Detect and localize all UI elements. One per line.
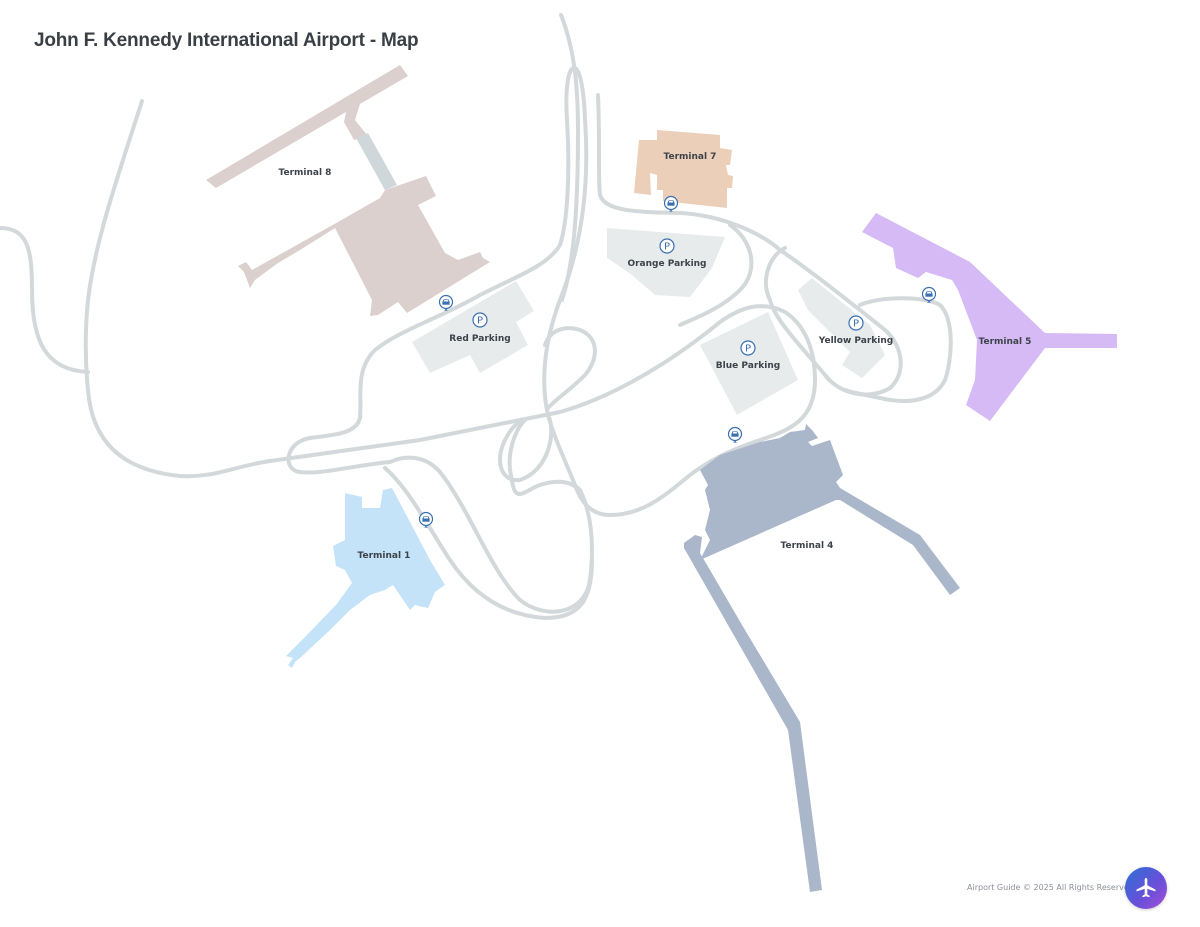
parking-lots	[412, 228, 885, 415]
taxi-icon[interactable]	[727, 426, 743, 444]
terminal-7-label: Terminal 7	[664, 152, 717, 162]
terminal-8-label: Terminal 8	[279, 168, 332, 178]
terminal-5-label: Terminal 5	[979, 337, 1032, 347]
copyright-text: Airport Guide © 2025 All Rights Reserved…	[967, 883, 1137, 892]
terminal-7-building[interactable]	[634, 130, 733, 208]
terminal-1-label: Terminal 1	[358, 551, 411, 561]
yellow-parking-label: Yellow Parking	[818, 336, 893, 346]
red-parking-label: Red Parking	[449, 334, 510, 344]
terminal-1-building[interactable]	[286, 488, 445, 668]
orange-parking-lot	[607, 228, 725, 297]
yellow-parking-lot	[798, 278, 885, 378]
parking-icon[interactable]	[472, 312, 488, 328]
terminal-5-building[interactable]	[862, 213, 1117, 421]
taxi-icon[interactable]	[663, 195, 679, 213]
terminal-8-building[interactable]	[206, 65, 490, 316]
red-parking-lot	[412, 281, 534, 373]
parking-icon[interactable]	[740, 340, 756, 356]
blue-parking-label: Blue Parking	[716, 361, 780, 371]
page-title: John F. Kennedy International Airport - …	[34, 30, 419, 51]
parking-icon[interactable]	[848, 315, 864, 331]
orange-parking-label: Orange Parking	[627, 259, 706, 269]
blue-parking-lot	[700, 312, 798, 415]
airport-guide-button[interactable]	[1125, 867, 1167, 909]
road-network	[0, 13, 953, 620]
parking-icon[interactable]	[659, 238, 675, 254]
terminal-4-building[interactable]	[684, 424, 960, 892]
airplane-icon	[1136, 878, 1156, 898]
terminal-4-label: Terminal 4	[781, 541, 834, 551]
